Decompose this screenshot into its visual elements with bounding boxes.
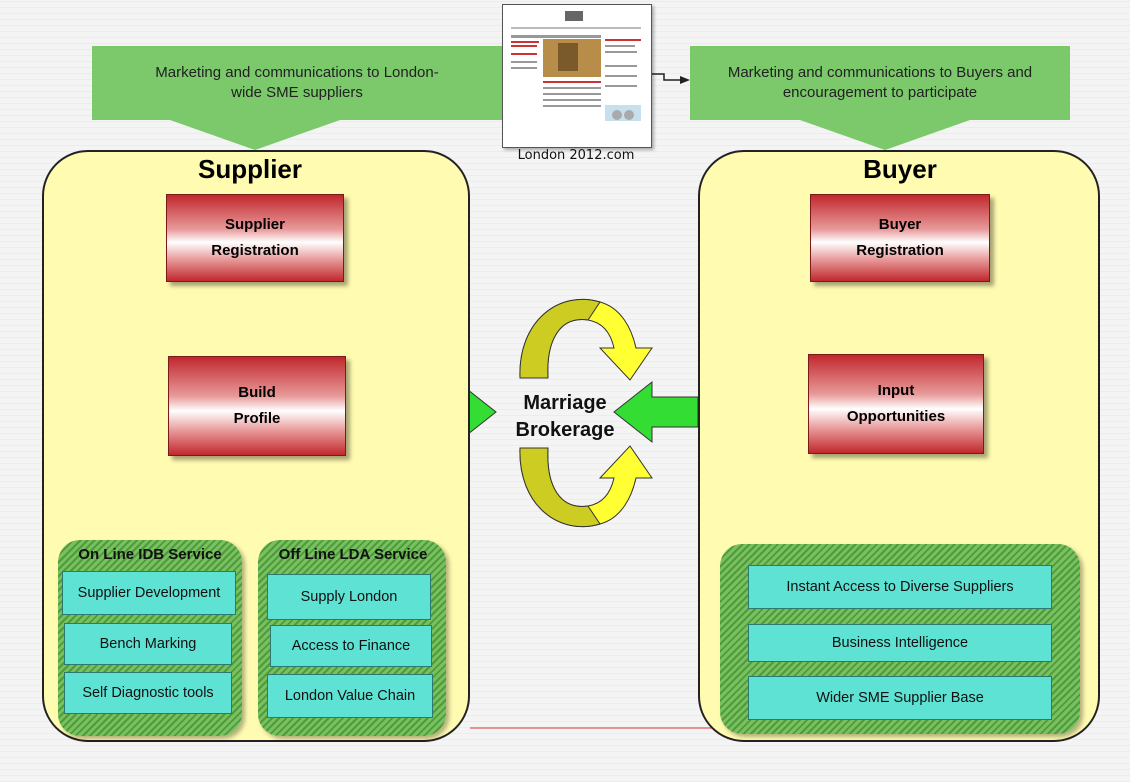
build-profile-line2: Profile [233,410,281,427]
online-item-supplier-development: Supplier Development [62,571,236,615]
build-profile-box: Build Profile [168,356,346,456]
buyer-item-business-intelligence: Business Intelligence [748,624,1052,662]
online-item-self-diagnostic-tools: Self Diagnostic tools [64,672,232,714]
buyer-registration-line1: Buyer [878,216,922,233]
supplier-registration-line2: Registration [211,242,299,259]
online-idb-service-title: On Line IDB Service [78,546,222,563]
supplier-title: Supplier [197,154,302,184]
right-marketing-banner: Marketing and communications to Buyers a… [690,46,1070,120]
left-banner-down-arrow [170,120,340,150]
buyer-left-arrow [613,380,699,444]
left-banner-text: Marketing and communications to London-w… [155,64,439,101]
buyer-title: Buyer [863,154,937,184]
offline-lda-service-title: Off Line LDA Service [278,546,428,563]
website-caption: London 2012.com [517,148,635,163]
buyer-registration-line2: Registration [856,242,944,259]
buyer-item-wider-sme-supplier-base: Wider SME Supplier Base [748,676,1052,720]
offline-item-access-to-finance: Access to Finance [270,625,432,667]
supplier-registration-line1: Supplier [224,216,285,233]
supplier-registration-box: Supplier Registration [166,194,344,282]
website-thumbnail [502,4,652,148]
input-opportunities-box: Input Opportunities [808,354,984,454]
build-profile-line1: Build [238,384,276,401]
marriage-brokerage-line2: Brokerage [515,419,615,441]
online-item-bench-marking: Bench Marking [64,623,232,665]
website-thumbnail-image [511,11,641,121]
offline-item-london-value-chain: London Value Chain [267,674,433,718]
offline-item-supply-london: Supply London [267,574,431,620]
buyer-registration-box: Buyer Registration [810,194,990,282]
right-banner-down-arrow [800,120,970,150]
buyer-item-instant-access: Instant Access to Diverse Suppliers [748,565,1052,609]
input-opportunities-line2: Opportunities [846,408,946,425]
right-banner-text: Marketing and communications to Buyers a… [727,64,1033,101]
marriage-brokerage-label: Marriage Brokerage [500,390,630,444]
marriage-brokerage-line1: Marriage [523,392,607,414]
website-right-connector [650,73,680,81]
left-marketing-banner: Marketing and communications to London-w… [92,46,502,120]
input-opportunities-line1: Input [877,382,915,399]
